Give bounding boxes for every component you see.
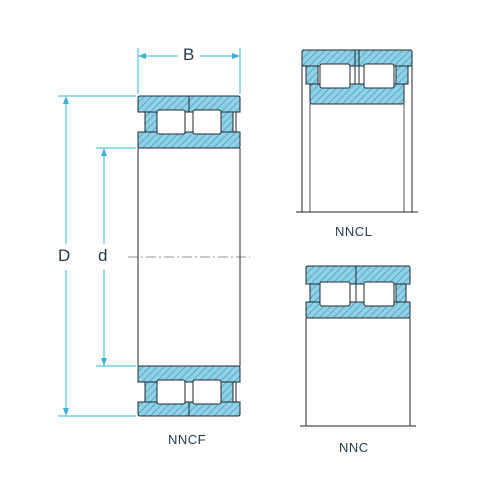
b-arrow-right xyxy=(232,53,240,59)
nncf-top-roller-2 xyxy=(192,109,222,135)
nnc-outer-ring xyxy=(305,265,411,285)
nncl-inner-ring xyxy=(309,83,405,105)
nncf-top-roller-1 xyxy=(156,109,186,135)
nncf-bearing xyxy=(128,95,250,417)
nncl-roller-2 xyxy=(363,63,395,89)
nncf-bottom-rib-left xyxy=(144,381,158,403)
nncl-roller-1 xyxy=(319,63,351,89)
nncf-top-rib-left xyxy=(144,111,158,133)
d-bore-arrow-bottom xyxy=(101,358,107,366)
d-outer-arrow-top xyxy=(63,96,69,104)
dimension-outer-diameter-label: D xyxy=(58,246,71,265)
nncl-rib-right xyxy=(395,65,409,85)
nncf-bottom-inner-ring xyxy=(137,365,241,383)
dimension-lines xyxy=(58,48,241,417)
b-arrow-left xyxy=(138,53,146,59)
nncl-outer-ring xyxy=(301,49,413,67)
nncf-top-section xyxy=(137,95,241,149)
d-bore-arrow-top xyxy=(101,148,107,156)
nncf-bottom-section xyxy=(137,365,241,417)
dimension-bore-diameter-label: d xyxy=(98,246,108,265)
nncf-top-inner-ring xyxy=(137,131,241,149)
nncl-caption: NNCL xyxy=(335,224,373,239)
d-outer-arrow-bottom xyxy=(63,408,69,416)
nncf-bottom-roller-1 xyxy=(156,379,186,405)
nncf-caption: NNCF xyxy=(168,432,207,447)
nnc-rib-left xyxy=(309,283,321,303)
nncf-top-rib-right xyxy=(220,111,234,133)
nnc-rib-right xyxy=(395,283,407,303)
dimension-b-label: B xyxy=(183,45,195,64)
nnc-bearing xyxy=(300,265,416,427)
nnc-roller-1 xyxy=(319,281,351,307)
nnc-caption: NNC xyxy=(339,440,369,455)
nnc-roller-2 xyxy=(363,281,395,307)
nncf-bottom-roller-2 xyxy=(192,379,222,405)
nncf-bottom-rib-right xyxy=(220,381,234,403)
nncl-bearing xyxy=(296,49,418,213)
nncl-rib-left xyxy=(305,65,319,85)
